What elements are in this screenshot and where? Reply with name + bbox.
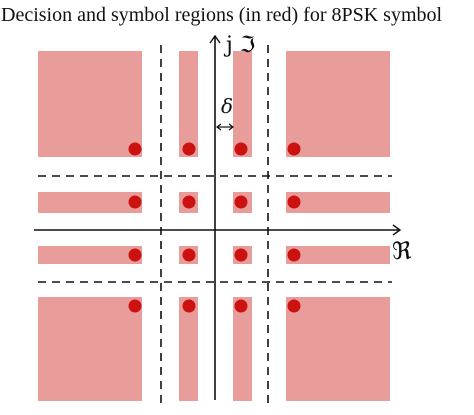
symbol-region <box>286 246 390 264</box>
symbol-point <box>182 195 196 209</box>
delta-arrow-left-head <box>216 123 222 131</box>
symbol-point <box>182 299 196 313</box>
symbol-point <box>182 248 196 262</box>
symbol-region <box>233 51 252 157</box>
figure-caption: Decision and symbol regions (in red) for… <box>1 4 443 26</box>
symbol-region <box>286 51 390 157</box>
symbol-region <box>38 297 142 401</box>
symbol-region <box>286 192 390 213</box>
delta-arrow-right-head <box>228 123 234 131</box>
symbol-point <box>287 248 301 262</box>
symbol-point <box>234 248 248 262</box>
symbol-point <box>287 195 301 209</box>
symbol-point <box>128 248 142 262</box>
symbol-region <box>38 192 142 213</box>
symbol-points <box>128 142 301 313</box>
imag-axis-label: j ℑ <box>223 33 255 58</box>
symbol-point <box>128 299 142 313</box>
symbol-region <box>286 297 390 401</box>
symbol-region <box>38 51 142 157</box>
symbol-region <box>233 297 252 401</box>
symbol-point <box>128 142 142 156</box>
symbol-point <box>234 142 248 156</box>
symbol-region <box>179 297 198 401</box>
symbol-point <box>287 299 301 313</box>
symbol-region <box>38 246 142 264</box>
imag-axis-arrow <box>209 34 221 44</box>
symbol-point <box>234 299 248 313</box>
symbol-region <box>179 51 198 157</box>
symbol-regions <box>38 51 390 401</box>
decision-boundaries <box>38 45 392 405</box>
symbol-point <box>287 142 301 156</box>
symbol-point <box>182 142 196 156</box>
axes: j ℑ ℜ <box>34 33 412 400</box>
symbol-point <box>128 195 142 209</box>
real-axis-arrow <box>392 224 402 236</box>
delta-annotation: δ <box>216 94 234 131</box>
real-axis-label: ℜ <box>392 237 412 265</box>
symbol-point <box>234 195 248 209</box>
delta-label: δ <box>221 94 233 118</box>
